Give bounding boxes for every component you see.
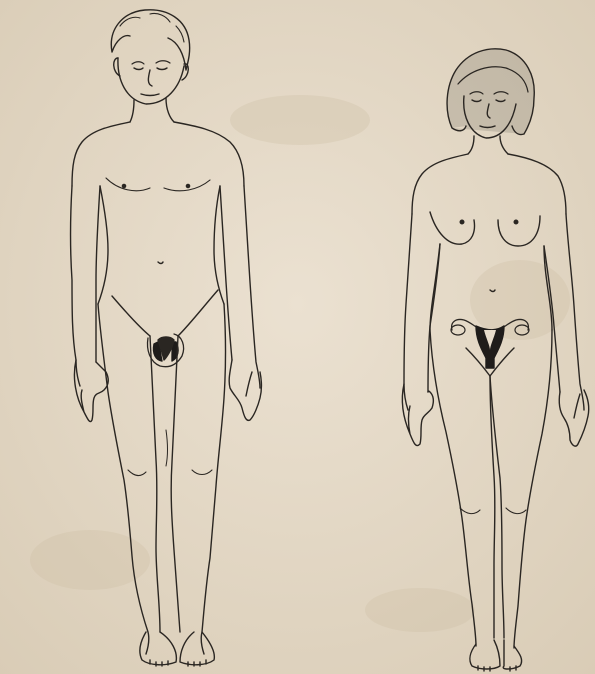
diagram-page (0, 0, 595, 674)
illustration-canvas (0, 0, 595, 674)
